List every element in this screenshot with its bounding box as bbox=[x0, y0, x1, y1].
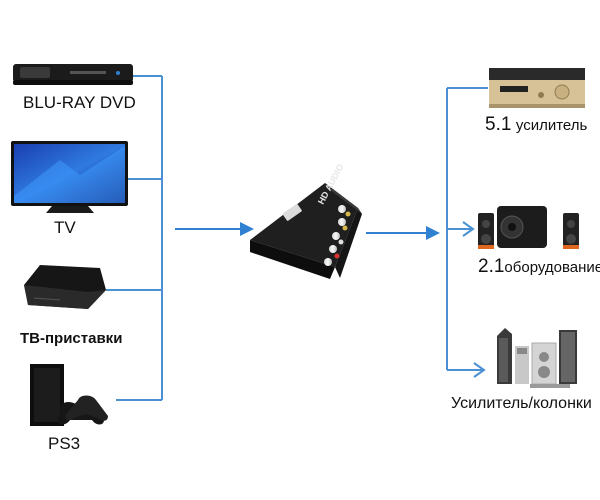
output-arrow bbox=[366, 226, 440, 240]
output-number-sys21: 2.1 bbox=[478, 256, 505, 277]
set-top-box-icon bbox=[24, 265, 106, 309]
output-label-amp51: 5.1 усилитель bbox=[485, 114, 587, 136]
output-label-ampspk: Усилитель/колонки bbox=[451, 395, 592, 412]
input-arrow bbox=[175, 222, 254, 236]
right-connector-lines bbox=[446, 87, 488, 378]
audio-converter-icon: HD AUDIO bbox=[250, 162, 362, 279]
output-text-sys21: оборудование bbox=[504, 259, 600, 276]
output-label-sys21: 2.1оборудование bbox=[478, 256, 600, 278]
tv-icon bbox=[11, 141, 128, 213]
output-number-amp51: 5.1 bbox=[485, 114, 512, 135]
source-label-tv: TV bbox=[54, 218, 76, 237]
source-label-tvbox: ТВ-приставки bbox=[20, 330, 123, 347]
game-console-icon bbox=[30, 364, 108, 426]
source-label-bluray: BLU-RAY DVD bbox=[23, 93, 136, 112]
left-connector-lines bbox=[106, 75, 163, 401]
av-receiver-icon bbox=[489, 68, 585, 108]
speaker-system-icon bbox=[478, 206, 579, 249]
source-label-ps3: PS3 bbox=[48, 434, 81, 453]
output-text-amp51: усилитель bbox=[515, 117, 588, 134]
tower-speakers-icon bbox=[497, 328, 577, 388]
bluray-player-icon bbox=[13, 64, 133, 85]
